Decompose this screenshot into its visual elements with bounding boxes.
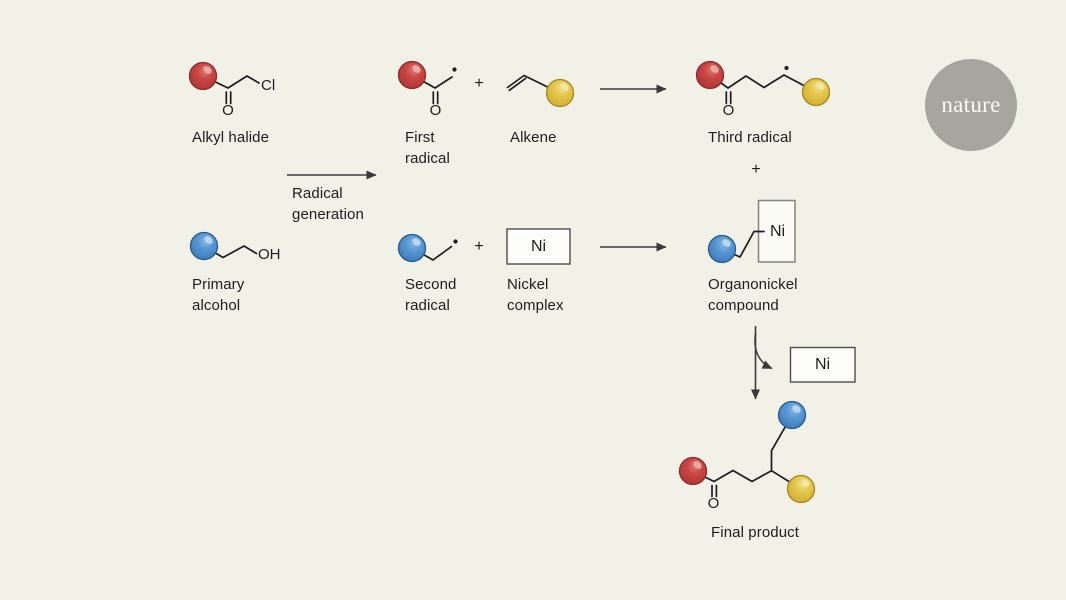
yellow-sphere [545, 78, 575, 108]
yellow-sphere [801, 77, 831, 107]
first-radical-dot [452, 67, 457, 72]
nickel-atom-label: Ni [530, 238, 547, 255]
third-radical-dot [784, 65, 789, 71]
radical-generation-caption: Radical generation [292, 185, 364, 223]
first-radical-caption: First radical [405, 129, 450, 167]
second-radical-dot [453, 239, 458, 244]
final-product-structure [692, 414, 802, 498]
nickel-atom-label: Ni [769, 223, 786, 240]
oxygen-atom-label: O [222, 102, 234, 119]
alkyl-halide-caption: Alkyl halide [192, 129, 270, 146]
leaving-nickel-box [789, 346, 856, 383]
oxygen-atom-label: O [429, 102, 442, 119]
plus-operator: + [751, 161, 761, 178]
nickel-leaving-arrow [754, 333, 773, 370]
blue-sphere [777, 400, 807, 430]
plus-operator: + [474, 75, 484, 92]
nickel-complex-caption: Nickel complex [507, 276, 564, 314]
final-product-caption: Final product [711, 524, 800, 541]
alkene-caption: Alkene [510, 129, 557, 146]
nickel-atom-label: Ni [814, 356, 831, 373]
primary-alcohol-caption: Primary alcohol [192, 276, 245, 314]
yellow-sphere [786, 474, 816, 504]
plus-operator: + [474, 238, 484, 255]
red-sphere [695, 60, 725, 90]
blue-sphere [707, 234, 737, 264]
organonickel-caption: Organonickel compound [708, 276, 798, 314]
chlorine-atom-label: Cl [261, 77, 276, 94]
hydroxyl-atom-label: OH [258, 246, 281, 263]
red-sphere [678, 456, 708, 486]
blue-sphere [397, 233, 427, 263]
nature-wordmark: nature [941, 92, 1001, 117]
third-radical-structure [709, 74, 817, 105]
nickel-complex-box [506, 228, 571, 265]
third-radical-caption: Third radical [708, 129, 792, 146]
nature-logo: nature [925, 59, 1017, 151]
oxygen-atom-label: O [707, 495, 720, 512]
red-sphere [397, 60, 427, 90]
oxygen-atom-label: O [722, 102, 735, 119]
red-sphere [188, 61, 218, 91]
second-radical-caption: Second radical [405, 276, 457, 314]
blue-sphere [189, 231, 219, 261]
